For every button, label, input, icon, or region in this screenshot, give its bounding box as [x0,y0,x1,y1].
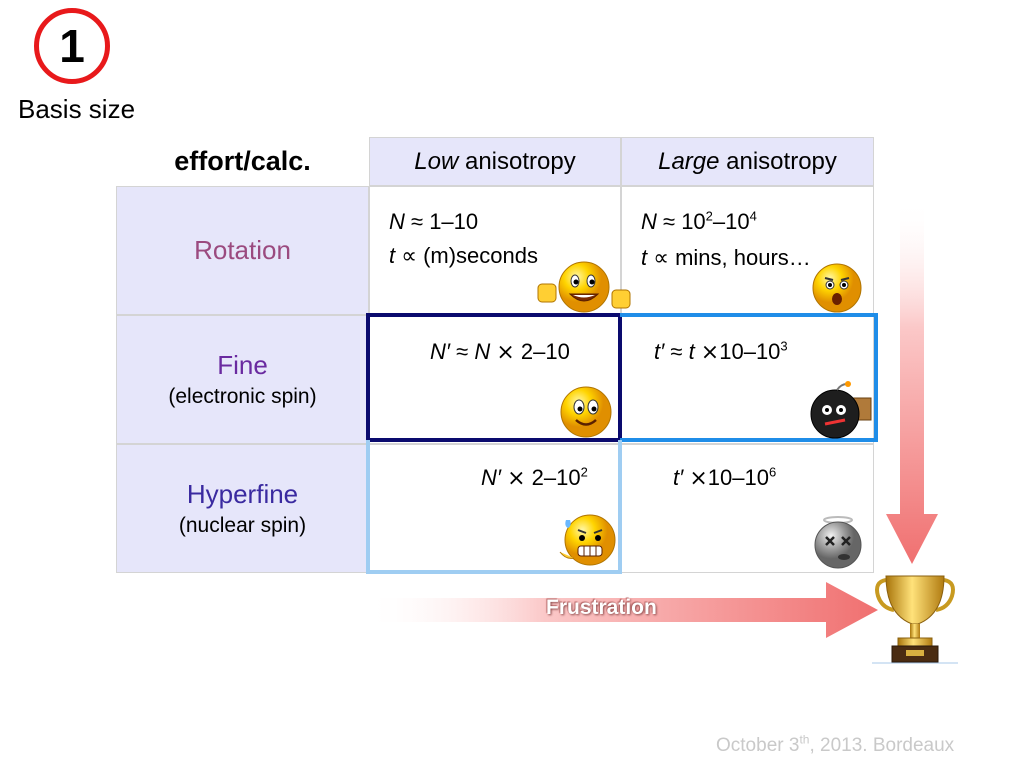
fine-low-formula: N′ ≈ N ⨯ 2–10 [430,339,570,365]
rotation-large-n-base: ≈ 10 [656,209,706,234]
hyperfine-large-formula: t′ ⨯10–106 [673,465,776,491]
row-header-rotation: Rotation [116,186,369,315]
hyperfine-large-factor: ⨯10–10 [683,465,769,490]
footer-date-rest: , 2013. Bordeaux [809,735,955,756]
column-header-low: Low anisotropy [369,137,621,186]
fine-low-factor: ⨯ 2–10 [490,339,570,364]
fine-large-highlight [620,313,878,442]
column-header-low-rest: anisotropy [458,147,576,175]
symbol-t: t [688,339,695,364]
symbol-n-prime: N′ [430,339,451,364]
row-header-fine: Fine (electronic spin) [116,315,369,444]
row-sublabel-fine: (electronic spin) [168,385,317,408]
symbol-n: N [641,209,657,234]
symbol-t-prime: t′ [654,339,665,364]
exponent: 2 [580,464,588,480]
table-corner-header: effort/calc. [116,137,369,186]
rotation-low-t-value: ∝ (m)seconds [395,243,538,268]
happy-smiley-icon [559,385,613,439]
dead-smiley-icon [810,515,866,569]
approx-sign: ≈ [664,339,689,364]
thumbs-up-smiley-icon [536,260,632,316]
row-header-hyperfine: Hyperfine (nuclear spin) [116,444,369,573]
row-label-rotation: Rotation [194,235,291,265]
comparison-table: effort/calc. Low anisotropy Large anisot… [116,137,874,573]
symbol-n-prime: N′ [481,465,502,490]
exponent: 3 [780,338,788,354]
column-header-large-rest: anisotropy [719,147,837,175]
vertical-arrow [886,200,938,564]
column-header-large-emph: Large [658,147,720,175]
frustration-arrow [366,582,878,638]
rotation-large-n-range: –10 [712,209,750,234]
footer-date-suffix: th [799,732,810,747]
rotation-large-t-value: ∝ mins, hours… [647,245,811,270]
row-label-hyperfine: Hyperfine [186,479,299,509]
fine-large-formula: t′ ≈ t ⨯10–103 [654,339,788,365]
rotation-low-n: N ≈ 1–10 [389,209,478,235]
symbol-t: t [389,243,396,268]
symbol-n: N [474,339,491,364]
trophy-icon [872,570,958,670]
symbol-t-prime: t′ [673,465,684,490]
rotation-large-t: t ∝ mins, hours… [641,245,811,271]
exponent: 6 [768,464,777,480]
slide-number-badge: 1 [34,8,110,84]
frustration-label: Frustration [546,596,657,619]
column-header-low-emph: Low [414,147,459,175]
hyperfine-low-factor: ⨯ 2–10 [501,465,581,490]
hyperfine-low-highlight [366,440,622,574]
badge-caption: Basis size [18,94,136,124]
rotation-low-t: t ∝ (m)seconds [389,243,538,269]
rotation-large-n: N ≈ 102–104 [641,209,757,235]
bomb-smiley-icon [807,380,873,440]
row-label-fine: Fine [217,350,268,380]
nervous-smiley-icon [558,512,618,570]
fine-large-factor: ⨯10–10 [694,339,781,364]
symbol-t: t [641,245,648,270]
hyperfine-low-formula: N′ ⨯ 2–102 [481,465,588,491]
row-sublabel-hyperfine: (nuclear spin) [178,514,307,537]
symbol-n: N [389,209,405,234]
fine-low-highlight [366,313,622,442]
exponent: 2 [705,208,713,224]
approx-sign: ≈ [450,339,475,364]
rotation-low-n-value: ≈ 1–10 [404,209,479,234]
column-header-large: Large anisotropy [621,137,874,186]
footer-date: October 3th, 2013. Bordeaux [716,732,955,757]
footer-date-text: October 3 [716,735,800,756]
exponent: 4 [749,208,757,224]
surprised-smiley-icon [811,262,863,314]
slide-number: 1 [59,20,85,72]
